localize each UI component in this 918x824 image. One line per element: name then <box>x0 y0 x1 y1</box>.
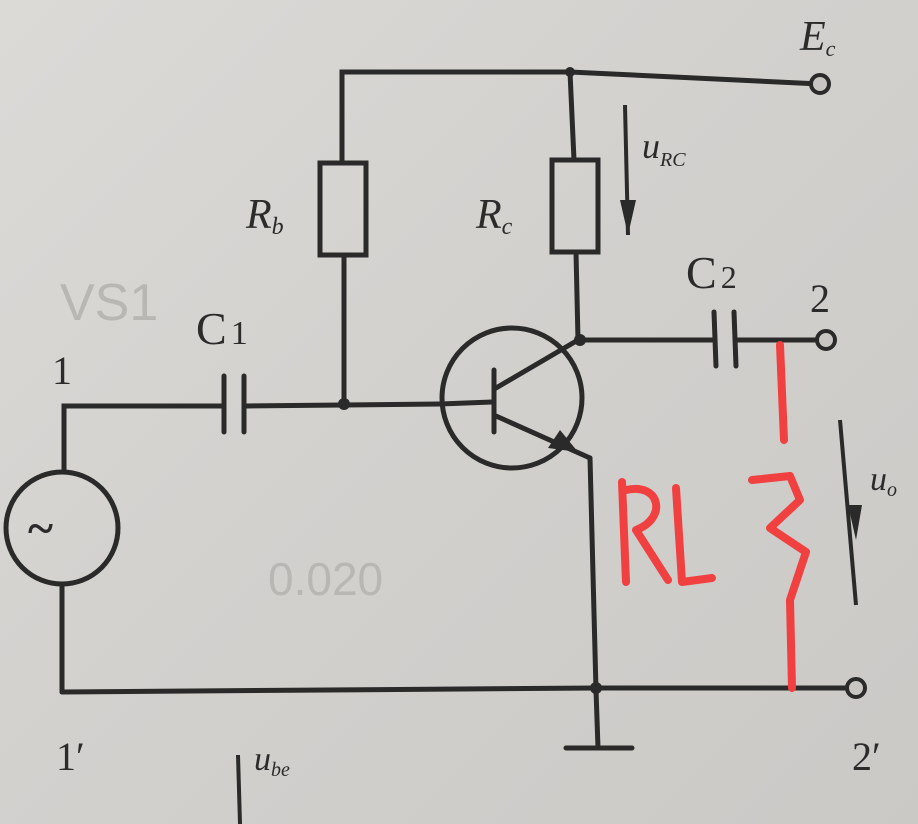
supply-rail <box>339 69 823 166</box>
ube-label: ube <box>254 741 290 781</box>
rb-resistor <box>317 160 369 258</box>
ac-source-symbol: ~ <box>28 502 53 555</box>
ground-junction <box>590 682 602 694</box>
base-junction <box>338 398 350 410</box>
bleed-text-lower: 0.020 <box>268 553 383 605</box>
rc-resistor <box>549 157 601 255</box>
collector-lead <box>493 337 581 391</box>
input-wire <box>61 403 225 473</box>
ground-lead <box>593 687 601 751</box>
node-1prime-label: 1′ <box>56 734 85 779</box>
ube-arrow-line <box>236 754 242 824</box>
rl-handwritten-label <box>618 478 716 586</box>
rl-handdrawn-resistor <box>748 341 810 692</box>
node-2-label: 2 <box>810 276 830 321</box>
c2-plate-right <box>731 309 739 369</box>
urc-arrow-head <box>620 200 636 235</box>
rb-label: Rb <box>245 192 284 240</box>
rc-upper-wire <box>567 69 577 163</box>
transistor-body <box>439 325 585 471</box>
supply-label: Ec <box>799 14 836 61</box>
base-lead <box>437 399 495 407</box>
ground-terminal <box>845 677 867 699</box>
urc-label: uRC <box>642 126 686 171</box>
rc-label: Rc <box>475 192 513 240</box>
rc-lower-wire <box>573 249 581 343</box>
collector-junction <box>574 334 586 346</box>
supply-terminal <box>809 73 831 95</box>
emitter-arrow <box>548 430 578 452</box>
uo-label: uo <box>870 461 897 501</box>
output-terminal <box>815 329 837 351</box>
bleed-text: VS1 <box>60 274 158 332</box>
emitter-wire <box>587 455 599 693</box>
uo-arrow-line <box>838 419 858 606</box>
c2-plate-left <box>711 309 719 369</box>
ac-source <box>3 469 121 587</box>
node-2prime-label: 2′ <box>852 734 881 779</box>
node-1-label: 1 <box>52 348 72 393</box>
ground-rail <box>59 685 855 695</box>
uo-arrow-head <box>848 505 862 540</box>
